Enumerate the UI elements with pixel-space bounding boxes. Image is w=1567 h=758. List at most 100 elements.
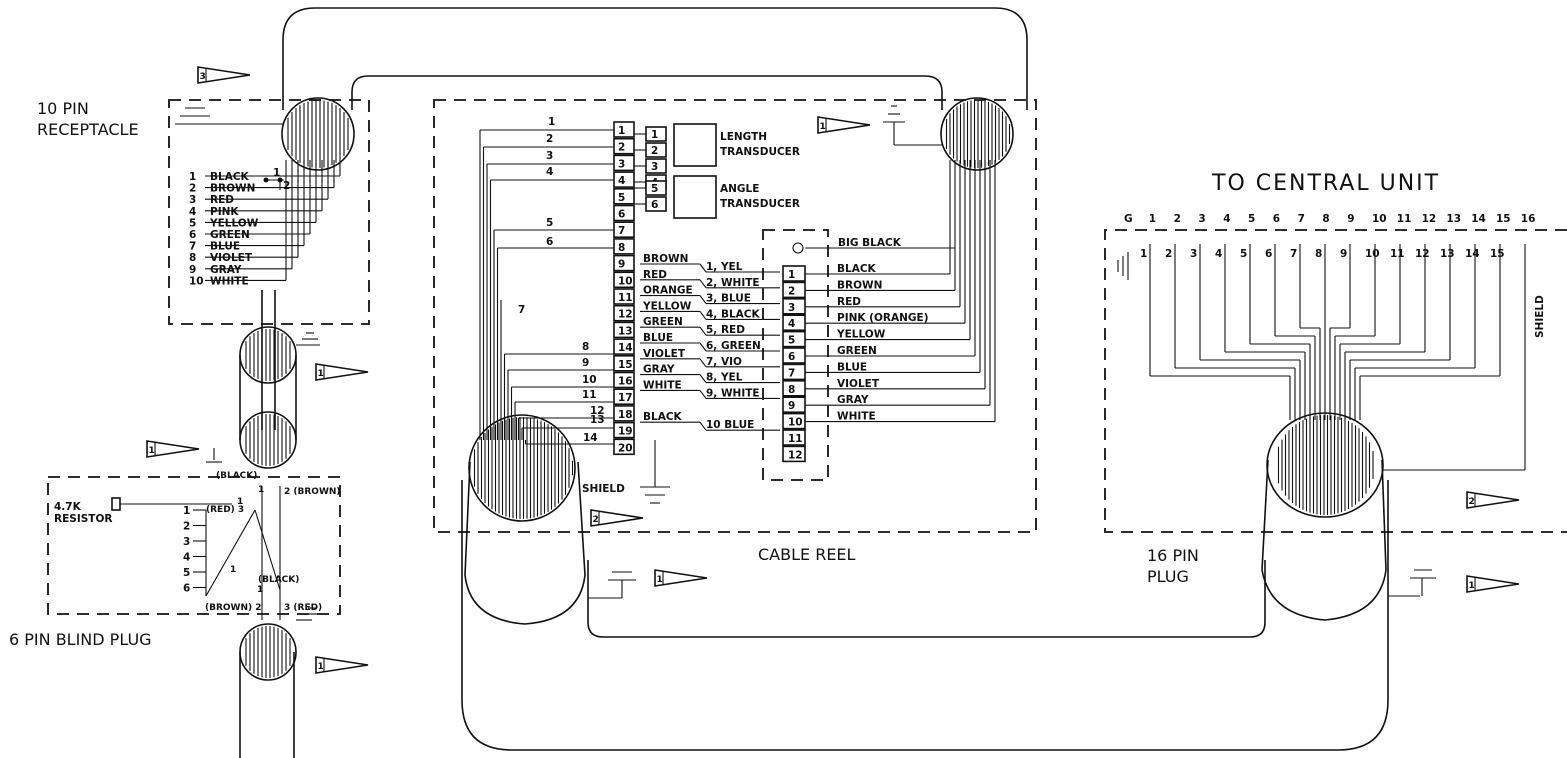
cable-section [468, 414, 576, 522]
wire-number: 7 [518, 304, 525, 316]
reel-wire-right: 5, RED [706, 324, 745, 336]
svg-text:3 (RED): 3 (RED) [284, 603, 322, 613]
plug16-inner-pin: 14 [1465, 248, 1480, 260]
receptacle-pin-label: 8 [189, 252, 196, 264]
plug16-top-pin: 6 [1273, 213, 1280, 225]
reel-wire-right: 1, YEL [706, 261, 743, 273]
plug16-top-pin: 11 [1397, 213, 1412, 225]
wire-number: 5 [546, 217, 553, 229]
blind-plug-pin: 6 [183, 583, 190, 595]
reel-wire-left: ORANGE [643, 285, 693, 297]
receptacle-wire-label: BROWN [210, 183, 255, 195]
terminal-number: 9 [788, 400, 795, 412]
wire-number: 12 [590, 405, 605, 417]
plug16-top-pin: 13 [1446, 213, 1461, 225]
receptacle-box [168, 99, 370, 325]
central-unit-label: TO CENTRAL UNIT [1211, 171, 1440, 196]
svg-text:LENGTH: LENGTH [720, 131, 767, 143]
ground-icon [206, 448, 222, 463]
terminal-number: 12 [788, 449, 803, 461]
shield-label: SHIELD [582, 483, 625, 495]
reel-wire-left: YELLOW [642, 300, 692, 312]
flag-number: 1 [1469, 581, 1475, 591]
cable-hatch [1277, 415, 1374, 515]
reel-wire-left: RED [643, 269, 667, 281]
svg-text:TRANSDUCER: TRANSDUCER [720, 146, 800, 158]
terminal-number: 1 [651, 129, 658, 141]
terminal-number: 2 [788, 285, 795, 297]
svg-text:(BLACK): (BLACK) [258, 575, 299, 585]
reel-wire-right: 3, BLUE [706, 293, 751, 305]
blind-plug-group: 6 PIN BLIND PLUG 4.7K RESISTOR (BLACK) 2… [9, 471, 341, 649]
plug16-inner-pin: 12 [1415, 248, 1430, 260]
terminal-number: 9 [618, 259, 625, 271]
plug16-inner-pin: 9 [1340, 248, 1347, 260]
plug16-inner-pin: 15 [1490, 248, 1505, 260]
terminal-cell [613, 204, 635, 222]
terminal-number: 5 [618, 192, 625, 204]
receptacle-wire-label: PINK [210, 206, 239, 218]
svg-text:TRANSDUCER: TRANSDUCER [720, 198, 800, 210]
terminal-number: 13 [618, 325, 633, 337]
plug16-top-pin: 9 [1347, 213, 1354, 225]
right-wire-label: BROWN [837, 279, 882, 291]
plug16-inner-pin: 13 [1440, 248, 1455, 260]
plug16-top-pin: G [1124, 213, 1133, 225]
cable-hatch [287, 100, 349, 168]
cable-section [940, 97, 1014, 171]
receptacle-wire-label: WHITE [210, 275, 249, 287]
receptacle-wire-label: VIOLET [210, 252, 253, 264]
reel-wire-right: 2, WHITE [706, 277, 760, 289]
right-wire-label: BLACK [837, 263, 877, 275]
angle-transducer-box [673, 175, 717, 219]
wire-number: 13 [590, 414, 605, 426]
reel-wire-right: 4, BLACK [706, 308, 760, 320]
wire-number: 3 [546, 150, 553, 162]
terminal-number: 6 [618, 209, 625, 221]
resistor-label-2: RESISTOR [54, 513, 112, 525]
svg-text:(RED) 3: (RED) 3 [206, 505, 244, 515]
resistor-icon [111, 497, 121, 511]
flag-icon [197, 66, 251, 84]
wire-number: 10 [582, 374, 597, 386]
svg-text:1: 1 [230, 565, 236, 575]
plug16-inner-pin: 1 [1140, 248, 1147, 260]
terminal-number: 16 [618, 376, 633, 388]
cable-reel-box [433, 99, 1037, 533]
terminal-cell [613, 338, 635, 355]
plug16-inner-pin: 4 [1215, 248, 1222, 260]
terminal-number: 15 [618, 359, 633, 371]
reel-wire-right: 7, VIO [706, 356, 742, 368]
receptacle-label-2: RECEPTACLE [37, 120, 139, 139]
cable-hatch [473, 417, 574, 519]
terminal-cell [613, 288, 635, 305]
right-wire-label: BLUE [837, 361, 867, 373]
reel-wire-right: 6, GREEN [706, 340, 761, 352]
terminal-number: 1 [788, 269, 795, 281]
receptacle-pin-label: 4 [189, 206, 196, 218]
receptacle-wire-label: RED [210, 194, 234, 206]
right-wire-label: GREEN [837, 345, 877, 357]
terminal-number: 20 [618, 442, 633, 454]
receptacle-wire-label: GRAY [210, 264, 242, 276]
blind-plug-pin: 4 [183, 552, 190, 564]
flag-icon [590, 509, 644, 527]
plug16-inner-pin: 5 [1240, 248, 1247, 260]
terminal-number: 1 [618, 125, 625, 137]
terminal-number: 11 [618, 292, 633, 304]
receptacle-pin-label: 5 [189, 217, 196, 229]
ground-icon [175, 107, 283, 125]
cable-hatch [245, 626, 291, 678]
flag-icon [146, 440, 200, 458]
terminal-number: 17 [618, 392, 633, 404]
svg-text:2 (BROWN): 2 (BROWN) [284, 487, 341, 497]
ground-icon [883, 105, 942, 146]
flag-number: 1 [657, 575, 663, 585]
svg-text:(BROWN) 2: (BROWN) 2 [205, 603, 262, 613]
reel-wire-right: 8, YEL [706, 372, 743, 384]
